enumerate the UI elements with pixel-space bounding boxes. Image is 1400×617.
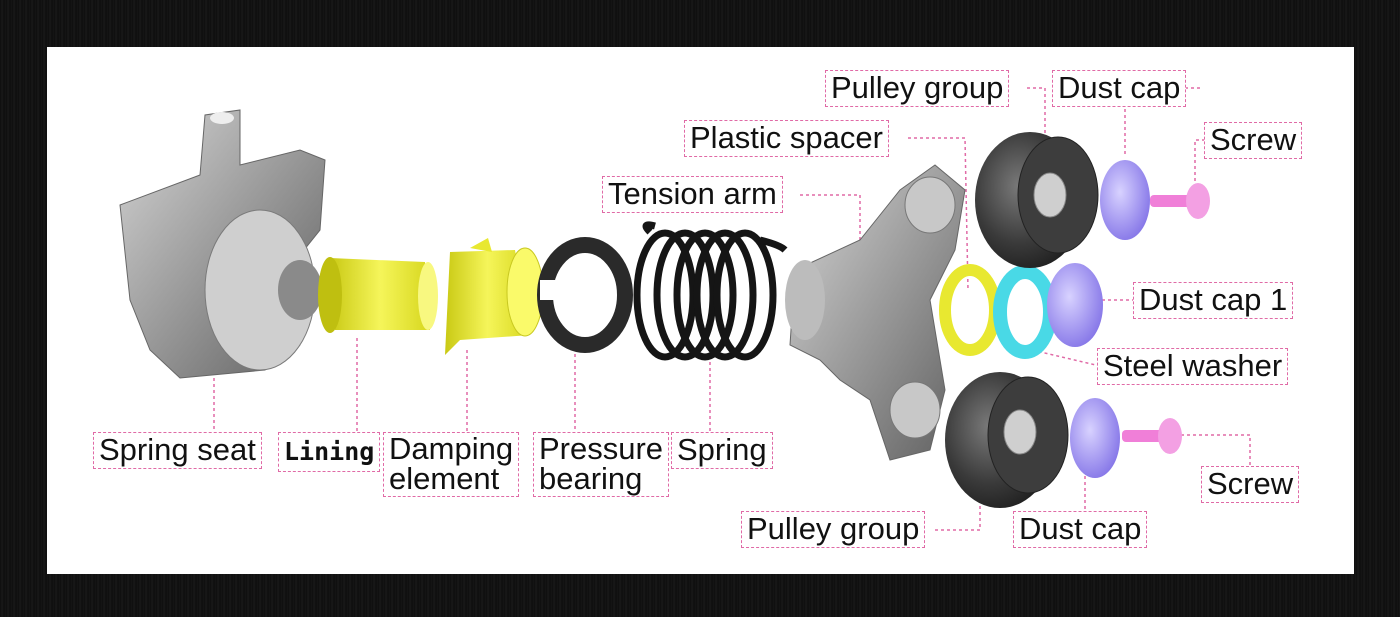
label-screw-top: Screw <box>1204 122 1303 159</box>
screw-top-part <box>1150 183 1210 219</box>
label-dust-cap-top: Dust cap <box>1052 70 1187 107</box>
pressure-bearing-part <box>537 237 633 353</box>
tension-arm-part <box>785 164 966 461</box>
label-pressure-bearing: Pressure bearing <box>533 431 670 497</box>
plastic-spacer-part <box>939 264 1001 356</box>
label-damping-element-line1: Damping <box>389 431 514 466</box>
dust-cap-bottom-part <box>1070 398 1120 478</box>
label-dust-cap-bottom: Dust cap <box>1013 511 1148 548</box>
label-pressure-bearing-line2: bearing <box>539 461 643 496</box>
screw-bottom-part <box>1122 418 1182 454</box>
pulley-group-bottom-part <box>945 372 1069 508</box>
label-pulley-group-top: Pulley group <box>825 70 1010 107</box>
dust-cap-1-part <box>1047 263 1103 347</box>
label-tension-arm: Tension arm <box>602 176 783 213</box>
spring-seat-part <box>119 109 326 379</box>
label-lining: Lining <box>278 432 381 472</box>
lining-part <box>318 257 438 333</box>
label-spring-seat: Spring seat <box>93 432 262 469</box>
label-dust-cap-1: Dust cap 1 <box>1133 282 1294 319</box>
label-plastic-spacer: Plastic spacer <box>684 120 889 157</box>
spring-part <box>633 221 788 361</box>
pulley-group-top-part <box>975 132 1099 268</box>
label-steel-washer: Steel washer <box>1097 348 1289 385</box>
label-screw-bottom: Screw <box>1201 466 1300 503</box>
label-spring: Spring <box>671 432 773 469</box>
label-pressure-bearing-line1: Pressure <box>539 431 664 466</box>
damping-element-part <box>445 238 544 355</box>
dust-cap-top-part <box>1100 160 1150 240</box>
steel-washer-part <box>993 265 1057 359</box>
label-pulley-group-bottom: Pulley group <box>741 511 926 548</box>
label-damping-element: Damping element <box>383 431 520 497</box>
label-damping-element-line2: element <box>389 461 500 496</box>
